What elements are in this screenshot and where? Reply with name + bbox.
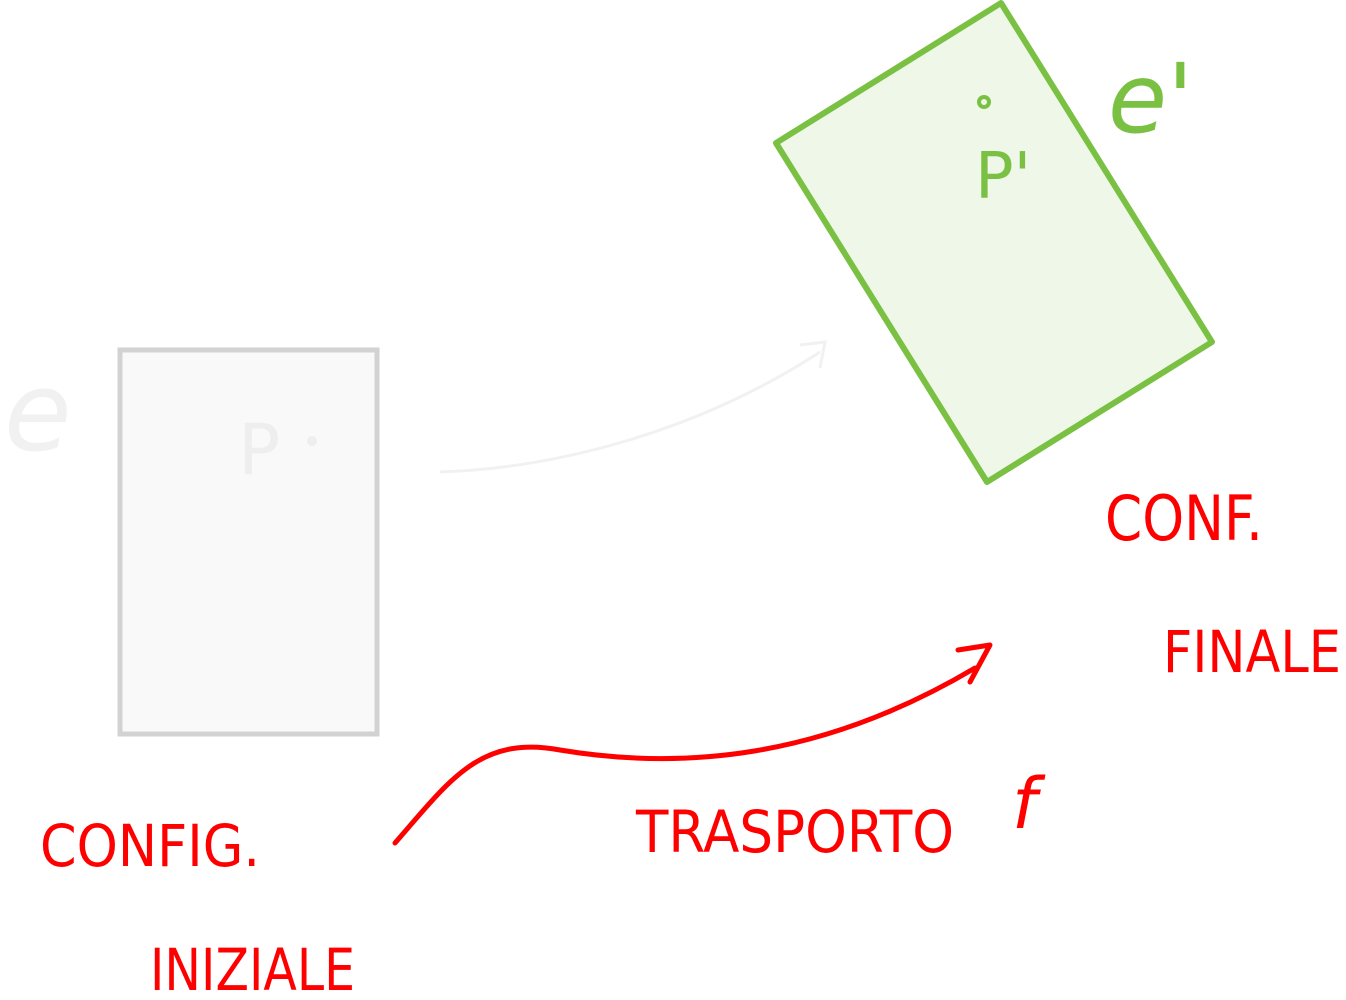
initial-body-rect [117,347,380,737]
trasporto-label: TRASPORTO [635,798,954,866]
final-body-label: e' [1108,43,1193,155]
final-body-rect [773,0,1215,485]
initial-point-label: P [238,409,280,491]
initial-body-label: e [4,348,72,476]
config-iniziale-line2: INIZIALE [150,936,355,1000]
final-point-dot [977,95,991,109]
trasporto-symbol: f [1012,763,1046,845]
transport-arrow-head [955,642,993,685]
conf-finale-line1: CONF. [1105,482,1263,555]
faded-transport-arrow [439,350,821,474]
faded-arrow-head [799,340,827,369]
final-point-label: P' [975,140,1031,214]
initial-point-dot [307,436,317,446]
conf-finale-line2: FINALE [1163,618,1341,686]
transport-arrow [392,665,978,846]
config-iniziale-line1: CONFIG. [40,812,260,880]
